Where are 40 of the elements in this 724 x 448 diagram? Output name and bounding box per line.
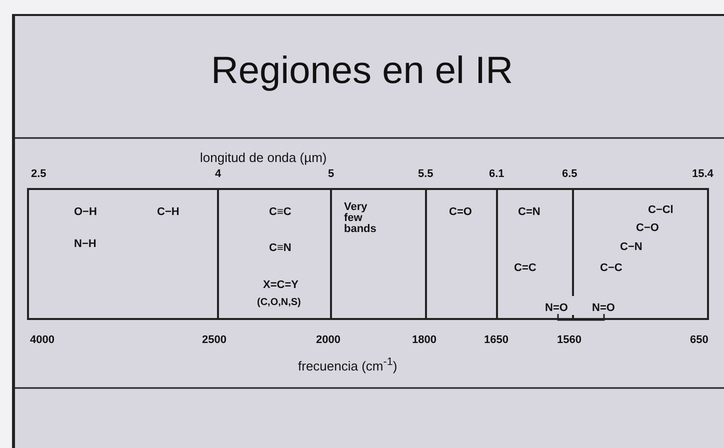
tick-label: 6.1 [489, 168, 504, 180]
spectral-region-cell [332, 188, 427, 320]
bond-label: C−H [157, 206, 180, 218]
spectral-region-cell [498, 188, 572, 320]
tick-label: 650 [690, 334, 708, 346]
tick-label: 2000 [316, 334, 340, 346]
bond-label: (C,O,N,S) [257, 297, 301, 308]
tick-label: 1560 [557, 334, 582, 346]
tick-label: 6.5 [562, 168, 578, 180]
spectral-region-cell [572, 188, 709, 320]
bond-label: C≡C [269, 206, 292, 218]
bond-label: C−C [600, 262, 622, 274]
bond-label: N=O [545, 302, 568, 314]
chart-title: Regiones en el IR [210, 50, 514, 93]
bond-label: C≡N [269, 242, 292, 254]
tick-label: 4 [215, 168, 222, 180]
tick-label: 2.5 [31, 168, 46, 180]
bond-label: C−O [636, 222, 659, 234]
bond-label: N−H [74, 238, 96, 250]
axis-title: longitud de onda (µm) [200, 150, 327, 165]
tick-label: 1800 [412, 334, 436, 346]
bond-label: C−Cl [648, 204, 674, 216]
bond-label: C=C [514, 262, 536, 274]
bond-label: C=O [449, 206, 472, 218]
tick-label: 15.4 [692, 168, 714, 180]
spectral-region-cell [427, 188, 498, 320]
note-text: Very few bands [344, 202, 378, 235]
axis-title: frecuencia (cm$^{-1}$) [298, 356, 398, 374]
spectral-region-cell [219, 188, 332, 320]
tick-label: 5.5 [418, 168, 434, 180]
bond-label: X=C=Y [263, 279, 298, 291]
tick-label: 1650 [484, 334, 508, 346]
bond-label: N=O [592, 302, 615, 314]
tick-label: 4000 [30, 334, 54, 346]
spectral-region-cell [27, 188, 219, 320]
bond-label: C−N [620, 241, 642, 253]
tick-label: 2500 [202, 334, 226, 346]
bond-label: O−H [74, 206, 97, 218]
bond-label: C=N [518, 206, 540, 218]
tick-label: 5 [328, 168, 334, 180]
